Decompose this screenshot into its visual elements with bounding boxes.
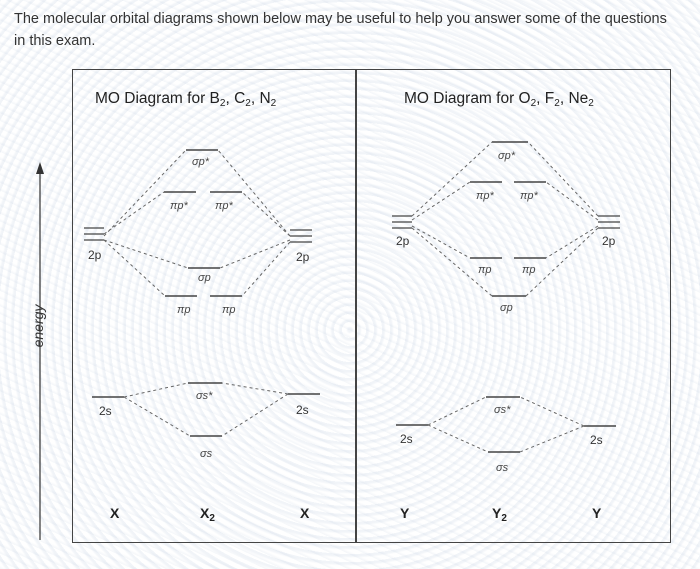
left-sigma-p-label: σp (198, 272, 211, 284)
energy-arrowhead (36, 162, 44, 174)
right-atom-2p-right-levels (598, 215, 620, 229)
right-panel-left-atom-label: Y (400, 505, 410, 521)
panel-divider (355, 69, 357, 543)
right-correlation-lines (411, 141, 599, 453)
left-atom-2p-label: 2p (88, 248, 102, 262)
right-panel-left-2s-label: 2s (400, 432, 413, 446)
right-sigma-p-star-label: σp* (498, 150, 516, 162)
intro-text: The molecular orbital diagrams shown bel… (14, 11, 667, 49)
right-pi-p-label-2: πp (522, 264, 536, 276)
right-molecule-label: Y2 (492, 505, 507, 524)
right-pi-p-label-1: πp (478, 264, 492, 276)
left-pi-p-star-label-2: πp* (215, 200, 233, 212)
right-pi-p-star-label-2: πp* (520, 190, 538, 202)
left-pi-p-star-label-1: πp* (170, 200, 188, 212)
right-sigma-s-star-label: σs* (494, 404, 511, 416)
right-atom-2p-label-left-panel: 2p (296, 250, 310, 264)
right-panel-left-2p-label: 2p (396, 234, 410, 248)
left-atom-2p-levels (84, 227, 104, 241)
left-pi-p-label-2: πp (222, 304, 236, 316)
left-atom-2s-label: 2s (99, 404, 112, 418)
left-pi-p-label-1: πp (177, 304, 191, 316)
left-correlation-lines (103, 149, 291, 437)
left-atom-2p-right-levels (290, 229, 312, 243)
right-atom-label-left-panel: X (300, 505, 310, 521)
right-pi-p-star-label-1: πp* (476, 190, 494, 202)
left-molecule-label: X2 (200, 505, 215, 524)
diagram-frame (72, 69, 671, 543)
left-panel-title: MO Diagram for B2, C2, N2 (95, 90, 277, 109)
right-panel-right-2p-label: 2p (602, 234, 616, 248)
right-sigma-p-label: σp (500, 302, 513, 314)
left-atom-label: X (110, 505, 120, 521)
left-sigma-s-label: σs (200, 448, 213, 460)
right-panel-right-2s-label: 2s (590, 433, 603, 447)
right-atom-2s-label-left-panel: 2s (296, 403, 309, 417)
right-atom-2p-levels (392, 215, 412, 229)
right-sigma-s-label: σs (496, 462, 509, 474)
right-panel-right-atom-label: Y (592, 505, 602, 521)
left-sigma-p-star-label: σp* (192, 156, 210, 168)
left-sigma-s-star-label: σs* (196, 390, 213, 402)
right-panel-title: MO Diagram for O2, F2, Ne2 (404, 90, 594, 109)
